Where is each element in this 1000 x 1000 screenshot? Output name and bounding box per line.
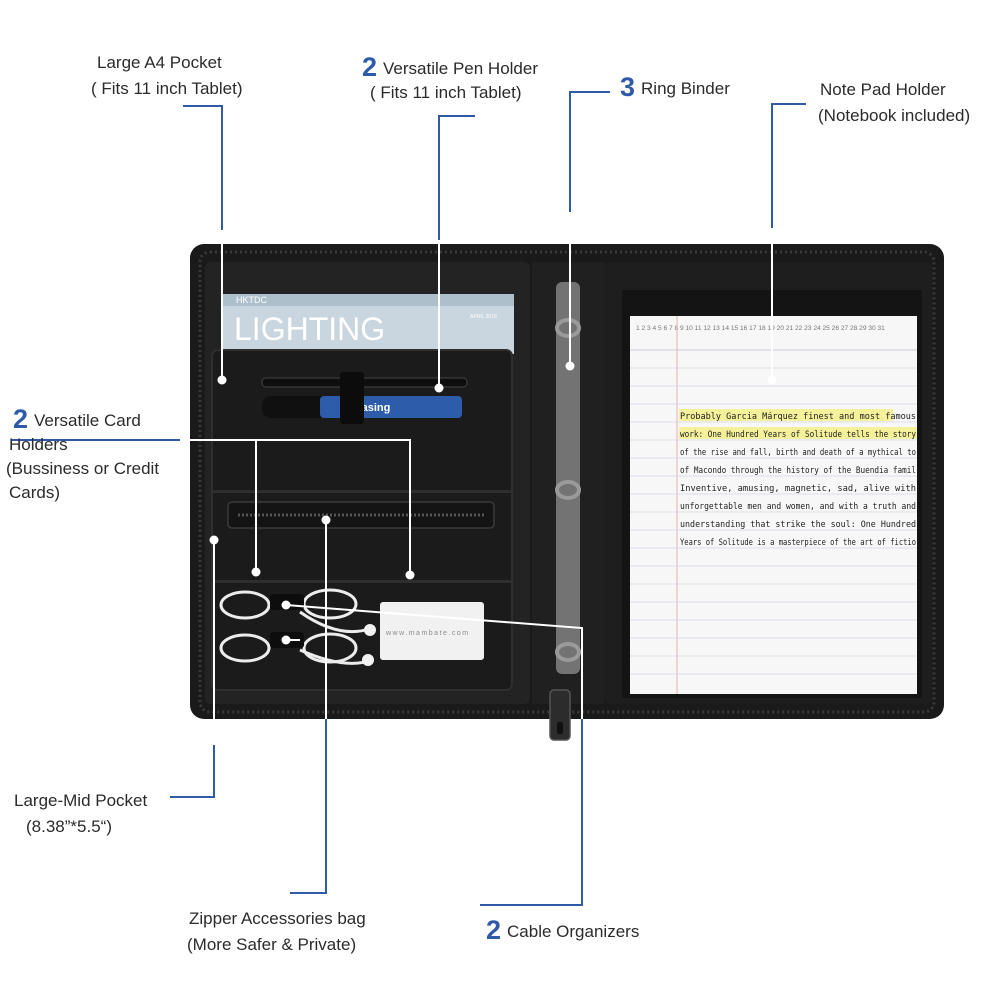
- note-line: unforgettable men and women, and with a …: [680, 502, 916, 512]
- handwritten-text: Probably Garcia Márquez finest and most …: [680, 412, 916, 548]
- pointer-dots: [209, 361, 777, 645]
- note-line: Years of Solitude is a masterpiece of th…: [680, 538, 916, 548]
- callout-note-pad-sub: (Notebook included): [818, 106, 971, 125]
- ring-bar: [556, 282, 580, 674]
- note-line: work: One Hundred Years of Solitude tell…: [680, 430, 916, 440]
- callout-mid-pocket-sub: (8.38”*5.5“): [26, 817, 112, 836]
- callout-card-holders-title2: Holders: [9, 435, 68, 454]
- magazine-title: LIGHTING: [234, 311, 385, 347]
- calendar-strip: 1 2 3 4 5 6 7 8 9 10 11 12 13 14 15 16 1…: [636, 325, 885, 332]
- callout-note-pad: Note Pad Holder (Notebook included): [818, 77, 971, 129]
- callout-card-holders: 2 Versatile Card Holders (Bussiness or Cr…: [6, 404, 160, 505]
- highlight: [679, 409, 893, 421]
- callout-ring-binder-title: Ring Binder: [641, 79, 730, 98]
- note-line: Inventive, amusing, magnetic, sad, alive…: [680, 484, 916, 494]
- callout-card-holders-number: 2: [13, 404, 29, 434]
- callout-a4-pocket: Large A4 Pocket ( Fits 11 inch Tablet): [91, 50, 243, 102]
- callout-pen-holder-number: 2: [362, 52, 378, 82]
- highlight: [679, 427, 917, 439]
- pointer-lines: [180, 240, 773, 719]
- callout-ring-binder-number: 3: [620, 72, 636, 102]
- note-line: of the rise and fall, birth and death of…: [680, 448, 916, 458]
- callout-mid-pocket: Large-Mid Pocket (8.38”*5.5“): [14, 788, 147, 840]
- callout-card-holders-title: Versatile Card: [34, 411, 141, 430]
- callout-cable-organizers-title: Cable Organizers: [507, 922, 640, 941]
- pen: [261, 377, 468, 388]
- business-card: [380, 602, 484, 660]
- callout-cable-organizers-number: 2: [486, 915, 502, 945]
- callout-zipper-bag: Zipper Accessories bag (More Safer & Pri…: [187, 906, 366, 958]
- note-line: understanding that strike the soul: One …: [680, 520, 916, 530]
- callout-card-holders-sub: (Bussiness or Credit: [6, 459, 160, 478]
- note-line: Probably Garcia Márquez finest and most …: [680, 412, 916, 422]
- callout-cable-organizers: 2 Cable Organizers: [486, 917, 639, 945]
- card-url: www.mambate.com: [385, 630, 470, 637]
- callout-a4-pocket-title: Large A4 Pocket: [97, 53, 222, 72]
- magazine-brand: HKTDC: [236, 295, 267, 305]
- callout-zipper-bag-title: Zipper Accessories bag: [189, 909, 366, 928]
- magazine-date: APRIL 2018: [470, 314, 497, 320]
- callout-ring-binder: 3 Ring Binder: [620, 74, 730, 102]
- pen-elastic: [340, 372, 364, 424]
- callout-pen-holder: 2 Versatile Pen Holder ( Fits 11 inch Tab…: [362, 54, 538, 106]
- callout-card-holders-sub2: Cards): [9, 483, 61, 502]
- binder-rings: [555, 318, 581, 662]
- callout-pen-holder-sub: ( Fits 11 inch Tablet): [370, 83, 522, 102]
- callout-note-pad-title: Note Pad Holder: [820, 80, 946, 99]
- callout-pen-holder-title: Versatile Pen Holder: [383, 59, 539, 78]
- note-line: of Macondo through the history of the Bu…: [680, 466, 916, 476]
- ruled-lines: [630, 367, 917, 675]
- leader-lines: [12, 91, 806, 906]
- zipper-bag: [227, 501, 495, 529]
- zipper-pull: [549, 689, 571, 741]
- callout-mid-pocket-title: Large-Mid Pocket: [14, 791, 148, 810]
- callout-a4-pocket-sub: ( Fits 11 inch Tablet): [91, 79, 243, 98]
- callout-zipper-bag-sub: (More Safer & Private): [187, 935, 357, 954]
